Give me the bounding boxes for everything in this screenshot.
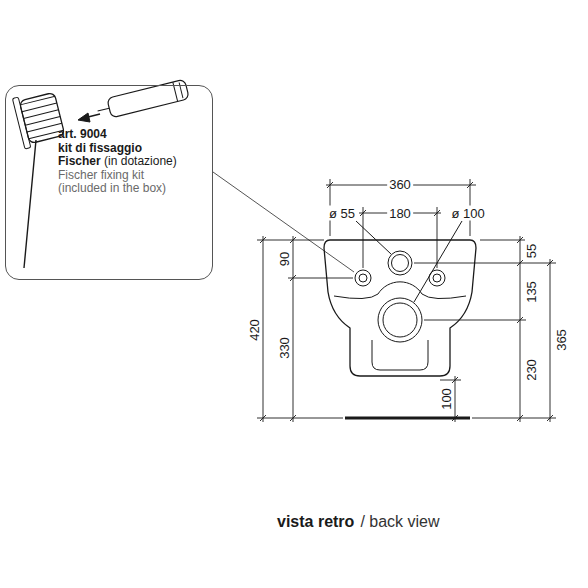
callout-box: art. 9004kit di fissaggioFischer (in dot… (5, 85, 213, 280)
extension-line (363, 207, 364, 268)
dimension-label: 100 (439, 386, 454, 412)
dimension-label: 55 (524, 242, 539, 260)
dimension-line (550, 259, 551, 422)
extension-line (480, 240, 525, 241)
callout-text: kit di fissaggio (58, 141, 142, 155)
plug-rib (25, 117, 60, 126)
dimension-label: 90 (277, 250, 292, 268)
dimension-label: ø 100 (449, 206, 486, 221)
plug-rib (27, 123, 62, 132)
dimension-label: ø 55 (327, 206, 357, 221)
extension-line (437, 207, 438, 268)
plug-rib (24, 110, 59, 119)
dimension-label: 365 (554, 327, 569, 353)
extension-line (472, 418, 556, 419)
dimension-label: 330 (277, 335, 292, 361)
extension-line (257, 418, 343, 419)
view-caption: / back view (358, 512, 441, 531)
extension-line (414, 263, 556, 264)
extension-line (424, 320, 526, 321)
dimension-tick (452, 415, 458, 421)
plug-rib (20, 96, 55, 105)
extension-line (257, 240, 324, 241)
callout-text: Fischer (58, 154, 101, 168)
dimension-label: 180 (387, 206, 413, 221)
extension-line (288, 278, 353, 279)
callout-text: Fischer fixing kit (58, 168, 144, 182)
dimension-label: 135 (524, 279, 539, 305)
callout-text: (in dotazione) (104, 154, 177, 168)
dimension-label: 230 (524, 357, 539, 383)
dimension-line (455, 376, 456, 422)
plug-rib (22, 103, 57, 112)
dimension-label: 360 (387, 177, 413, 192)
dimension-label: 420 (247, 317, 262, 343)
callout-text: (included in the box) (58, 181, 166, 195)
extension-line (440, 380, 461, 381)
dimension-line (293, 236, 294, 422)
callout-text: art. 9004 (58, 127, 107, 141)
view-caption: vista retro (275, 512, 356, 531)
dimension-line (263, 236, 264, 422)
